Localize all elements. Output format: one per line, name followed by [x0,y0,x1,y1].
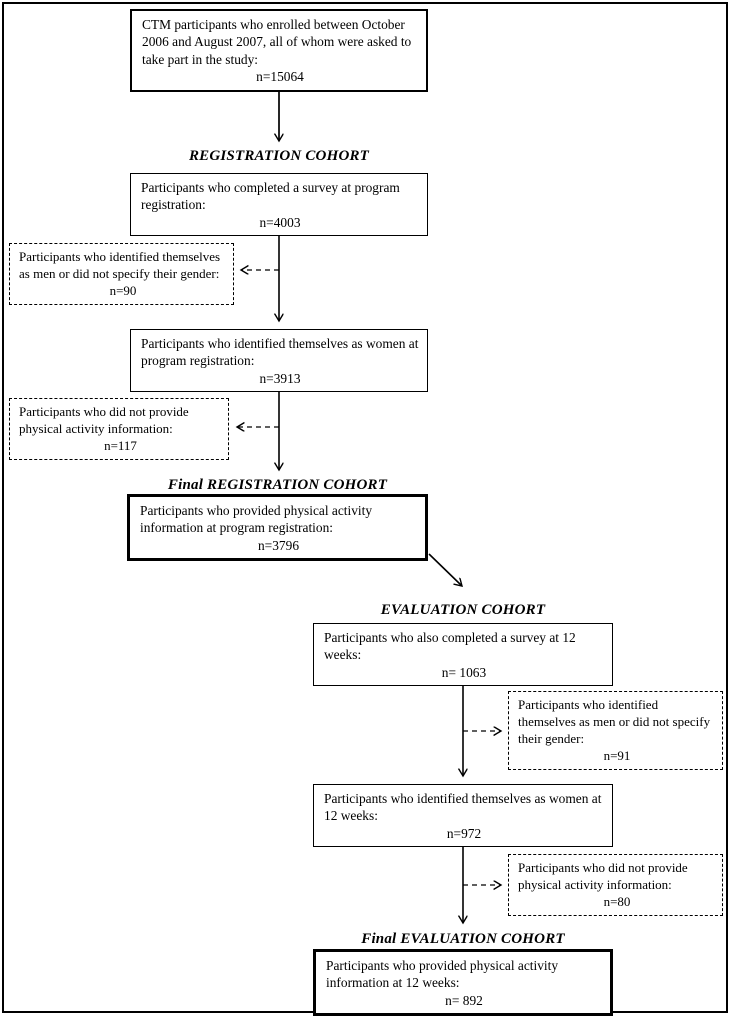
box-evaluation-survey: Participants who also completed a survey… [313,623,613,687]
box-evaluation-survey-n: n= 1063 [441,664,487,680]
box-excluded-men-registration-text: Participants who identified themselves a… [19,249,221,281]
label-final-registration-cohort: Final REGISTRATION COHORT [167,477,388,493]
label-final-evaluation-cohort: Final EVALUATION COHORT [361,931,565,947]
box-registration-survey-text: Participants who completed a survey at p… [141,180,400,213]
label-evaluation-cohort: EVALUATION COHORT [380,602,546,618]
box-excluded-no-activity-12weeks: Participants who did not provide physica… [508,854,723,916]
box-excluded-no-activity-registration-text: Participants who did not provide physica… [19,404,189,436]
box-women-registration: Participants who identified themselves a… [130,329,428,393]
box-enrolled-text: CTM participants who enrolled between Oc… [142,17,412,67]
box-enrolled: CTM participants who enrolled between Oc… [130,9,428,92]
box-excluded-no-activity-registration: Participants who did not provide physica… [9,398,229,460]
box-final-evaluation: Participants who provided physical activ… [313,949,613,1017]
box-women-12weeks-text: Participants who identified themselves a… [324,791,602,824]
box-women-registration-text: Participants who identified themselves a… [141,336,419,369]
box-excluded-men-registration-n: n=90 [109,282,137,298]
label-registration-cohort: REGISTRATION COHORT [188,148,370,164]
box-excluded-men-registration: Participants who identified themselves a… [9,243,234,305]
box-final-evaluation-n: n= 892 [445,992,483,1008]
box-excluded-no-activity-registration-n: n=117 [104,437,137,453]
box-women-12weeks-n: n=972 [446,825,482,841]
box-evaluation-survey-text: Participants who also completed a survey… [324,630,576,663]
box-women-registration-n: n=3913 [259,370,301,386]
box-registration-survey-n: n=4003 [259,214,301,230]
box-final-registration-n: n=3796 [257,537,300,553]
box-final-evaluation-text: Participants who provided physical activ… [326,958,559,991]
box-excluded-men-12weeks: Participants who identified themselves a… [508,691,723,770]
box-women-12weeks: Participants who identified themselves a… [313,784,613,848]
box-excluded-no-activity-12weeks-text: Participants who did not provide physica… [518,860,688,892]
box-final-registration: Participants who provided physical activ… [127,494,428,562]
box-excluded-men-12weeks-text: Participants who identified themselves a… [518,697,711,746]
box-final-registration-text: Participants who provided physical activ… [140,503,373,536]
box-enrolled-n: n=15064 [256,69,304,85]
box-registration-survey: Participants who completed a survey at p… [130,173,428,237]
box-excluded-no-activity-12weeks-n: n=80 [603,893,631,909]
box-excluded-men-12weeks-n: n=91 [603,747,631,763]
